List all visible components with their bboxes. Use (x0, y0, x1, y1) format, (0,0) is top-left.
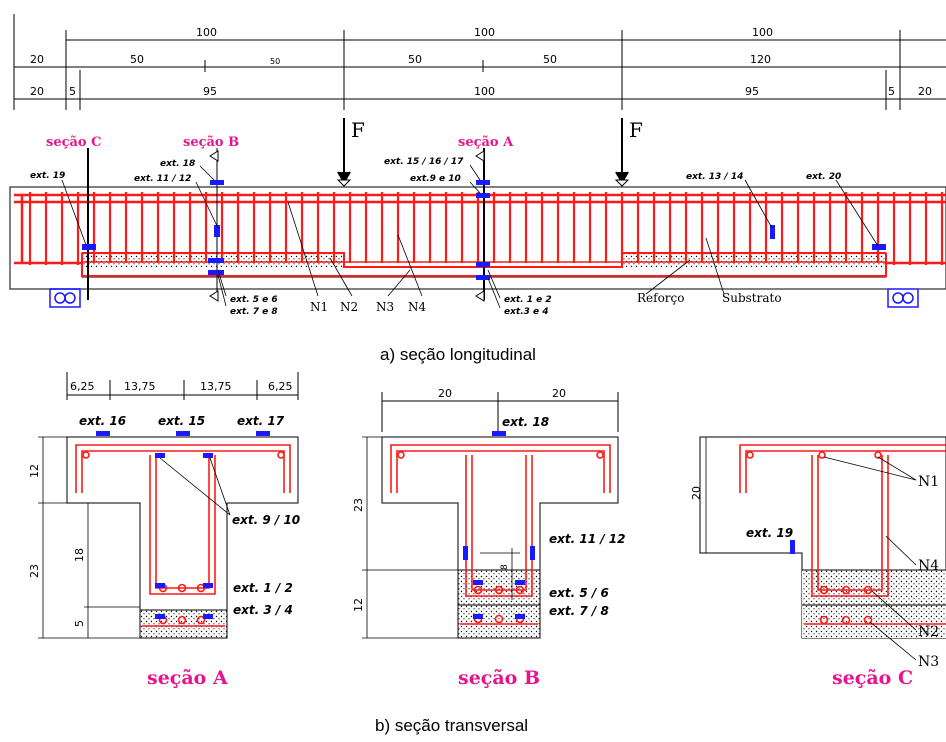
secA-gauge-17: ext. 17 (237, 414, 285, 428)
gauge-label-19: ext. 19 (30, 171, 65, 181)
secA-side-12: 12 (28, 464, 41, 478)
section-cut-markers (209, 150, 485, 302)
gauge-label-18: ext. 18 (160, 159, 195, 169)
section-a: 6,25 13,75 13,75 6,25 (28, 372, 300, 689)
gauge-label-20: ext. 20 (806, 172, 841, 182)
dim-r3-6: 5 (888, 85, 895, 98)
dim-r3-7: 20 (918, 85, 932, 98)
secC-bar-n2: N2 (918, 624, 939, 640)
secB-side-12: 12 (352, 598, 365, 612)
dimension-lines (13, 14, 946, 110)
support-right (887, 288, 919, 308)
dim-r3-5: 95 (745, 85, 759, 98)
bar-label-n2: N2 (340, 300, 358, 314)
dim-r1-2: 100 (474, 26, 495, 39)
gauge-label-11-12: ext. 11 / 12 (134, 174, 191, 184)
secC-bar-n4: N4 (918, 558, 939, 574)
bar-label-n3: N3 (376, 300, 394, 314)
dim-r3-1: 20 (30, 85, 44, 98)
secA-gauge-1-2: ext. 1 / 2 (233, 581, 293, 595)
gauge-label-13-14: ext. 13 / 14 (686, 172, 743, 182)
secA-dim-1: 6,25 (70, 380, 95, 393)
secA-gauge-15: ext. 15 (158, 414, 205, 428)
secC-side-20: 20 (690, 486, 703, 500)
secA-side-18: 18 (73, 548, 86, 562)
dim-r1-3: 100 (752, 26, 773, 39)
secA-gauge-3-4: ext. 3 / 4 (233, 603, 293, 617)
gauge-label-15-16-17: ext. 15 / 16 / 17 (384, 157, 464, 167)
dimension-text: 100 100 100 20 50 50 50 50 120 20 5 95 1… (30, 26, 932, 98)
label-secao-b: seção B (183, 135, 239, 150)
dim-r2-2: 50 (130, 53, 144, 66)
dim-r3-3: 95 (203, 85, 217, 98)
secA-side-23: 23 (28, 564, 41, 578)
secA-title: seção A (147, 667, 228, 689)
label-secao-a: seção A (458, 135, 514, 150)
section-c: 20 ext. 19 N1 N4 N2 N3 seção C (690, 436, 946, 689)
dim-r3-4: 100 (474, 85, 495, 98)
dim-r3-2: 5 (69, 85, 76, 98)
gauge-label-7-8: ext. 7 e 8 (230, 307, 278, 317)
dim-r2-1: 20 (30, 53, 44, 66)
strain-gauges-long (82, 180, 886, 280)
secA-dim-3: 13,75 (200, 380, 232, 393)
secA-dim-4: 6,25 (268, 380, 293, 393)
secB-title: seção B (458, 667, 540, 689)
force-label-2: F (629, 118, 643, 142)
bar-label-n4: N4 (408, 300, 427, 314)
secA-side-5: 5 (73, 620, 86, 627)
support-left (49, 288, 81, 308)
secB-gauge-5-6: ext. 5 / 6 (549, 586, 609, 600)
secB-side-8: 8 (500, 564, 510, 570)
secB-gauge-7-8: ext. 7 / 8 (549, 604, 609, 618)
load-pads (336, 179, 630, 187)
caption-transversal: b) seção transversal (375, 716, 528, 735)
caption-longitudinal: a) seção longitudinal (380, 345, 536, 364)
dim-r2-3: 50 (270, 57, 280, 66)
dim-r1-1: 100 (196, 26, 217, 39)
dim-r2-4: 50 (408, 53, 422, 66)
gauge-label-1-2: ext. 1 e 2 (504, 295, 552, 305)
dim-r2-6: 120 (750, 53, 771, 66)
section-b: 20 20 (352, 387, 626, 689)
gauge-label-3-4: ext.3 e 4 (504, 307, 549, 317)
secB-dim-1: 20 (438, 387, 452, 400)
bar-label-substrato: Substrato (722, 291, 782, 305)
force-label-1: F (351, 118, 365, 142)
secB-gauge-11-12: ext. 11 / 12 (549, 532, 626, 546)
secB-dim-2: 20 (552, 387, 566, 400)
gauge-label-9-10: ext.9 e 10 (410, 174, 461, 184)
secA-gauge-9-10: ext. 9 / 10 (232, 513, 300, 527)
bar-label-reforco: Reforço (637, 291, 684, 305)
dim-r2-5: 50 (543, 53, 557, 66)
secA-dim-2: 13,75 (124, 380, 156, 393)
secC-title: seção C (832, 667, 913, 689)
leader-lines (61, 164, 879, 309)
secA-gauge-16: ext. 16 (79, 414, 126, 428)
secB-side-23: 23 (352, 498, 365, 512)
stirrups (28, 192, 944, 265)
secC-bar-n1: N1 (918, 474, 939, 490)
secB-gauge-18: ext. 18 (502, 415, 549, 429)
secC-gauge-19: ext. 19 (746, 526, 793, 540)
bar-label-n1: N1 (310, 300, 328, 314)
gauge-label-5-6: ext. 5 e 6 (230, 295, 278, 305)
secC-bar-n3: N3 (918, 654, 939, 670)
label-secao-c: seção C (46, 135, 101, 150)
